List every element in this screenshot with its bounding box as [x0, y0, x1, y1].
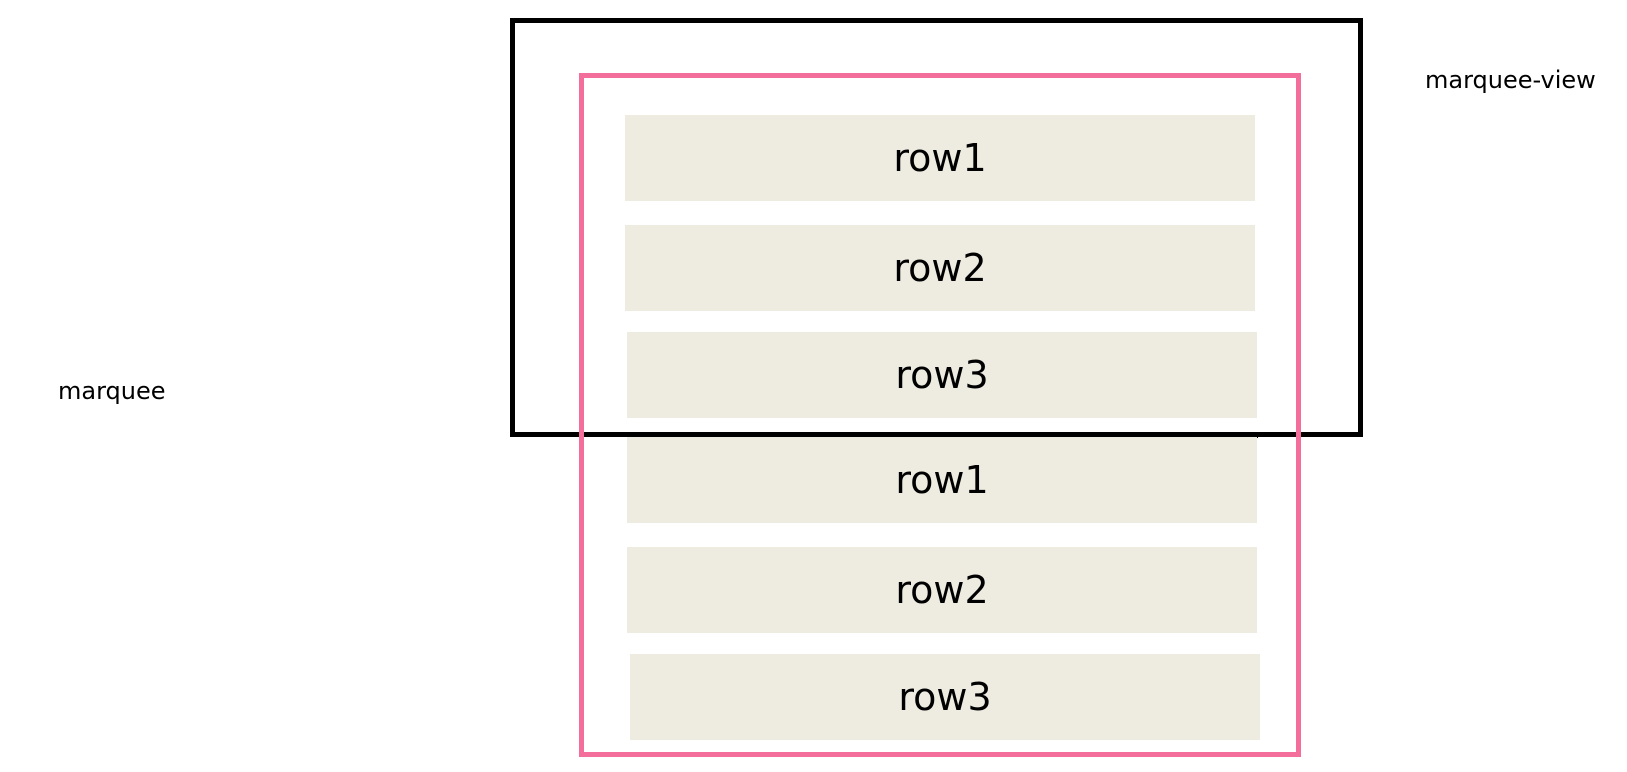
- marquee-label: marquee: [58, 377, 166, 405]
- row-2-first: row2: [625, 225, 1255, 311]
- row-3-first: row3: [627, 332, 1257, 418]
- marquee-box: [579, 73, 1301, 757]
- row-3-second: row3: [630, 654, 1260, 740]
- marquee-view-box: [510, 18, 1363, 437]
- marquee-view-label: marquee-view: [1425, 66, 1596, 94]
- row-2-second: row2: [627, 547, 1257, 633]
- row-1-first: row1: [625, 115, 1255, 201]
- row-1-second: row1: [627, 437, 1257, 523]
